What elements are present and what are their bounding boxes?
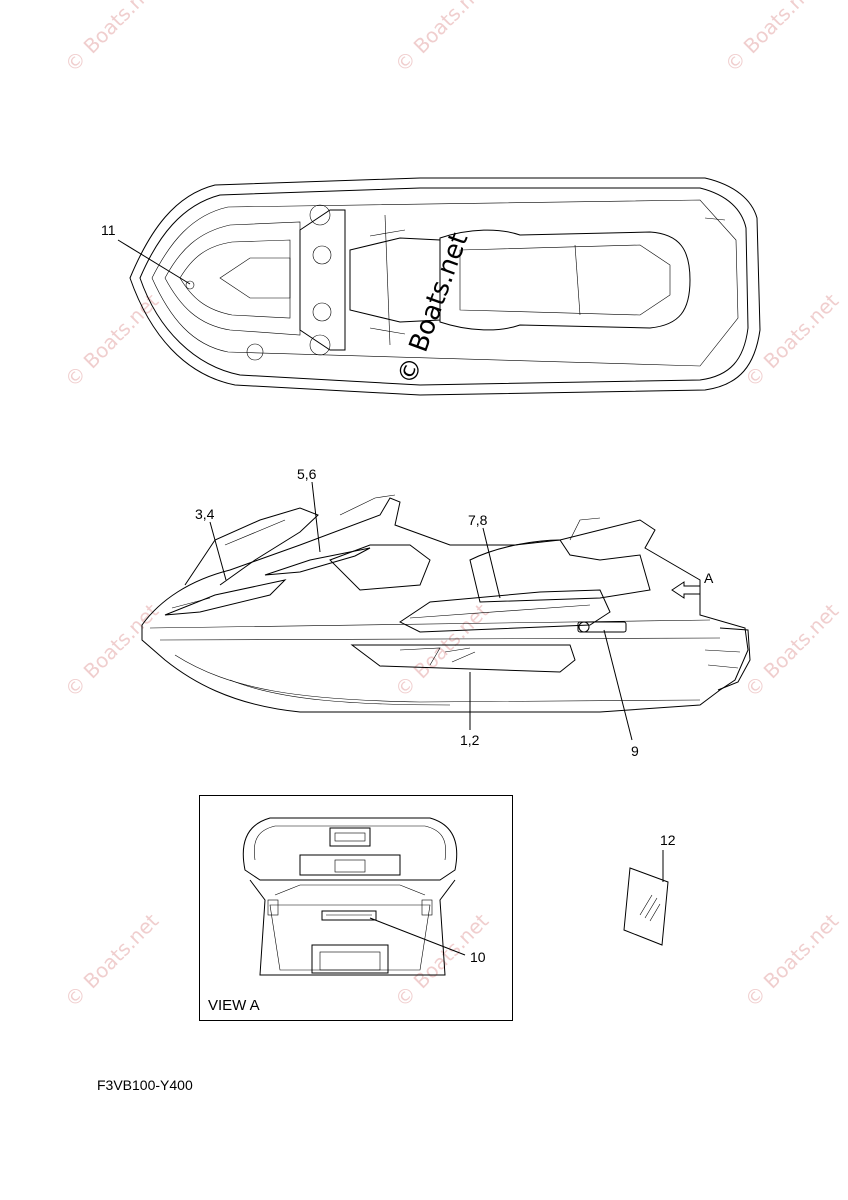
decal-5-6 xyxy=(264,547,371,576)
decal-3-4 xyxy=(164,579,287,616)
view-a-label: VIEW A xyxy=(208,997,260,1014)
diagram-code: F3VB100-Y400 xyxy=(97,1077,193,1093)
leader-9 xyxy=(603,629,633,741)
callout-view-a-arrow: A xyxy=(704,570,714,586)
item-12-card xyxy=(623,867,669,946)
decal-10 xyxy=(321,910,377,921)
leader-3-4 xyxy=(209,521,227,581)
callout-12: 12 xyxy=(660,832,676,848)
side-view-hull xyxy=(141,494,751,713)
view-a-drawing xyxy=(242,817,458,976)
decal-1-2 xyxy=(350,644,576,673)
view-a-arrow xyxy=(671,581,701,599)
leader-10 xyxy=(369,917,466,956)
leader-11 xyxy=(117,239,191,285)
callout-3-4: 3,4 xyxy=(195,506,215,522)
callout-10: 10 xyxy=(470,949,486,965)
view-a-frame xyxy=(199,795,513,1021)
leader-7-8 xyxy=(482,527,501,599)
callout-7-8: 7,8 xyxy=(468,512,488,528)
decal-9 xyxy=(577,621,627,633)
callout-9: 9 xyxy=(631,743,639,759)
decal-7-8 xyxy=(399,589,611,633)
callout-1-2: 1,2 xyxy=(460,732,480,748)
callout-11: 11 xyxy=(101,222,116,238)
top-view-hull xyxy=(129,177,761,396)
callout-5-6: 5,6 xyxy=(297,466,317,482)
leader-5-6 xyxy=(311,481,321,553)
